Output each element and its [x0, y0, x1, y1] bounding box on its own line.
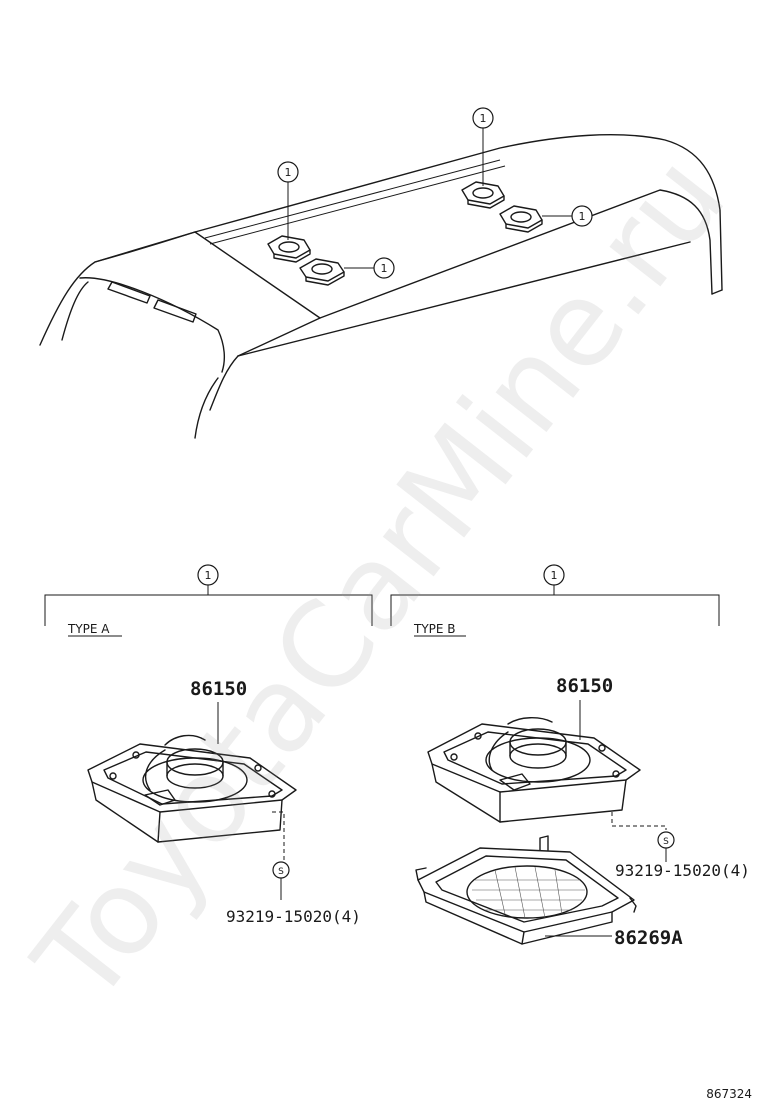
type-b-screw-part-number: 93219-15020(4) — [615, 861, 750, 880]
callout-group-a: 1 — [205, 569, 212, 582]
callout-group-b: 1 — [551, 569, 558, 582]
group-bracket-b: 1 — [390, 564, 720, 626]
type-a-label: TYPE A — [67, 622, 110, 636]
type-b-grille — [415, 835, 637, 945]
reference-number: 867324 — [706, 1087, 752, 1101]
callout-roof-2: 1 — [381, 262, 388, 275]
type-b-speaker-part-number: 86150 — [556, 675, 613, 697]
roof-speaker-4 — [499, 205, 543, 233]
callout-roof-4: 1 — [579, 210, 586, 223]
type-a-speaker — [87, 734, 297, 843]
type-b-grille-part-number: 86269A — [614, 927, 683, 949]
roof-speaker-2 — [299, 258, 345, 286]
roof-speaker-3 — [461, 181, 505, 209]
screw-b-symbol: S — [663, 837, 669, 847]
callout-roof-1: 1 — [285, 166, 292, 179]
vehicle-roof-illustration — [39, 134, 723, 439]
group-bracket-a: 1 — [44, 564, 373, 626]
type-a-speaker-part-number: 86150 — [190, 678, 247, 700]
callout-circle — [472, 107, 494, 129]
callout-circle — [571, 205, 593, 227]
type-b-speaker — [427, 717, 641, 823]
roof-speaker-1 — [267, 235, 311, 263]
callout-roof-3: 1 — [480, 112, 487, 125]
callout-circle — [277, 161, 299, 183]
callout-circle — [373, 257, 395, 279]
type-b-label: TYPE B — [413, 622, 456, 636]
type-a-screw-part-number: 93219-15020(4) — [226, 907, 361, 926]
screw-a-symbol: S — [278, 867, 284, 877]
